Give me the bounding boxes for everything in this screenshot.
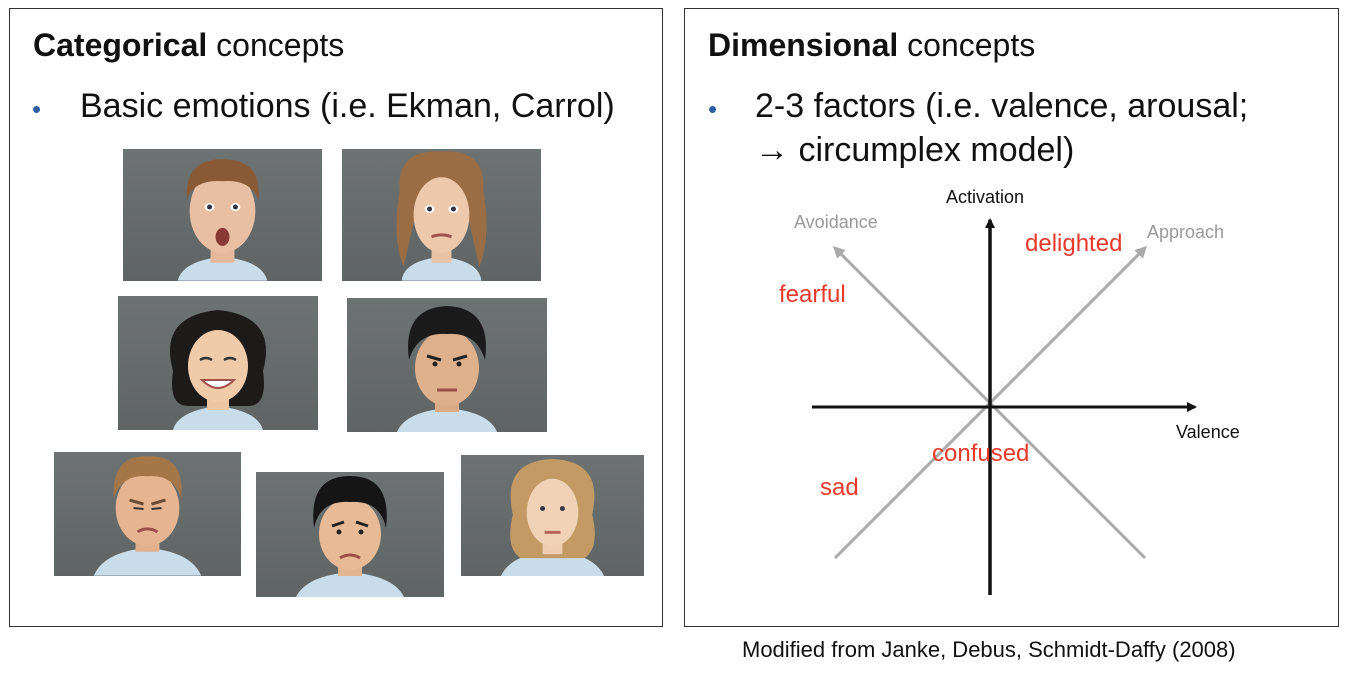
emotion-sad: sad: [820, 474, 859, 501]
categorical-heading: Categorical concepts: [33, 27, 345, 63]
valence-label: Valence: [1176, 422, 1240, 442]
face-photo-happiness: [118, 296, 318, 430]
arrow-right-icon: →: [755, 131, 789, 169]
face-photo-fear: [342, 149, 541, 281]
face-photo-surprise: [123, 149, 322, 281]
avoidance-label: Avoidance: [794, 212, 878, 232]
factors-bullet-line1: 2-3 factors (i.e. valence, arousal;: [755, 87, 1249, 125]
face-photo-anger: [347, 298, 547, 432]
face-photo-sadness: [256, 472, 444, 597]
face-photo-neutral: [461, 455, 644, 576]
dimensional-panel: Dimensional concepts • 2-3 factors (i.e.…: [684, 8, 1339, 627]
source-footnote: Modified from Janke, Debus, Schmidt-Daff…: [742, 637, 1236, 662]
activation-label: Activation: [946, 187, 1024, 207]
emotion-delighted: delighted: [1025, 230, 1122, 257]
dimensional-heading: Dimensional concepts: [708, 27, 1036, 63]
emotion-confused: confused: [932, 440, 1029, 467]
bullet-dot: •: [708, 94, 718, 124]
emotion-fearful: fearful: [779, 281, 846, 308]
approach-label: Approach: [1147, 222, 1224, 242]
bullet-dot: •: [32, 94, 42, 124]
factors-bullet-line2: → circumplex model): [755, 131, 1075, 169]
face-photo-disgust: [54, 452, 241, 576]
basic-emotions-bullet: Basic emotions (i.e. Ekman, Carrol): [80, 87, 615, 125]
